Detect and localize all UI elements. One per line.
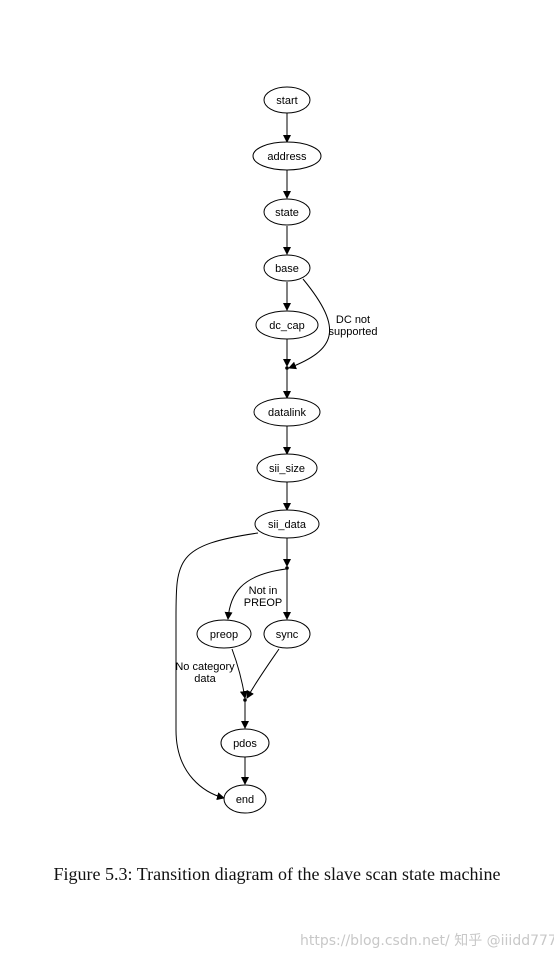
node-sync: sync [263,619,311,649]
edge-label-not-in-preop-line2: PREOP [244,597,283,609]
edge-junction2-preop-not-in-preop [224,568,287,620]
junction-after-dc_cap [285,366,289,370]
node-sync-label: sync [276,629,299,641]
edge-label-dc-not-line2: supported [329,326,378,338]
watermark: https://blog.csdn.net/ 知乎 @iiidd777 [300,933,554,949]
node-state-label: state [275,207,299,219]
node-start: start [263,86,311,114]
junction-after-sii_data [285,566,289,570]
node-dc_cap-label: dc_cap [269,320,304,332]
node-address: address [252,141,322,171]
junction-before-pdos [243,698,247,702]
node-dc_cap: dc_cap [255,310,319,340]
node-sii_data-label: sii_data [268,519,307,531]
node-state: state [263,198,311,226]
edges [175,113,331,801]
node-datalink: datalink [253,397,321,427]
node-address-label: address [267,151,307,163]
edge-sii_data-end-no-category-data [175,532,259,801]
node-base: base [263,254,311,282]
node-end-label: end [236,794,254,806]
node-pdos-label: pdos [233,738,257,750]
figure-caption: Figure 5.3: Transition diagram of the sl… [53,864,501,884]
edge-sync-junction3 [246,648,280,699]
state-transition-diagram: start address state base dc_cap datalink… [175,86,378,814]
node-sii_size-label: sii_size [269,463,305,475]
node-pdos: pdos [220,728,270,758]
node-start-label: start [276,95,297,107]
node-end: end [223,784,267,814]
node-preop-label: preop [210,629,238,641]
edge-label-not-in-preop-line1: Not in [249,585,278,597]
node-sii_data: sii_data [254,509,320,539]
node-sii_size: sii_size [256,453,318,483]
node-preop: preop [196,619,252,649]
edge-base-junction1-dc-not-supported [288,278,331,370]
edge-label-no-category-line2: data [194,673,216,685]
edge-preop-junction3 [231,648,248,699]
edge-label-dc-not-line1: DC not [336,314,370,326]
edge-label-no-category-line1: No category [175,661,235,673]
node-datalink-label: datalink [268,407,306,419]
node-base-label: base [275,263,299,275]
